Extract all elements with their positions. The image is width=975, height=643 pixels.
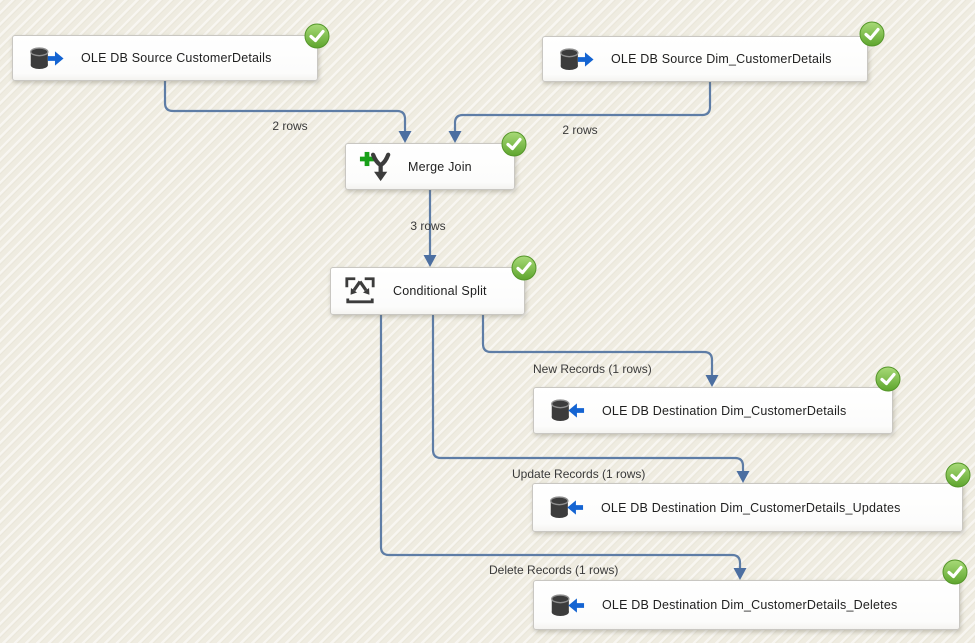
edge-row-count-label: 2 rows — [562, 123, 598, 137]
node-ole-db-destination-dim-customerdetails-updates[interactable]: OLE DB Destination Dim_CustomerDetails_U… — [532, 462, 971, 532]
success-check-icon — [942, 559, 968, 585]
node-ole-db-destination-dim-customerdetails-deletes[interactable]: OLE DB Destination Dim_CustomerDetails_D… — [533, 559, 968, 630]
edge-conditional-split-delete-records[interactable] — [379, 315, 747, 580]
conditional-split-icon — [344, 275, 376, 307]
edge-row-count-label: 3 rows — [410, 219, 446, 233]
success-check-icon — [945, 462, 971, 488]
edge-source-dim-customer-to-merge-join[interactable] — [448, 82, 712, 143]
edge-output-label-update-records: Update Records (1 rows) — [512, 467, 646, 481]
edge-conditional-split-new-records[interactable] — [481, 315, 719, 387]
success-check-icon — [875, 366, 901, 392]
node-ole-db-destination-dim-customerdetails[interactable]: OLE DB Destination Dim_CustomerDetails — [533, 366, 901, 434]
database-source-icon — [26, 44, 64, 73]
success-check-icon — [304, 23, 330, 49]
node-merge-join[interactable]: Merge Join — [345, 131, 527, 190]
success-check-icon — [511, 255, 537, 281]
node-label: Conditional Split — [393, 284, 487, 298]
database-source-icon — [556, 45, 594, 74]
node-label: OLE DB Destination Dim_CustomerDetails — [602, 403, 847, 418]
edge-merge-join-to-conditional-split[interactable] — [423, 190, 437, 267]
node-label: OLE DB Destination Dim_CustomerDetails_D… — [602, 598, 898, 612]
node-ole-db-source-customerdetails[interactable]: OLE DB Source CustomerDetails — [12, 23, 330, 81]
edge-conditional-split-update-records[interactable] — [431, 315, 750, 483]
edge-row-count-label: 2 rows — [272, 119, 308, 133]
node-label: OLE DB Source CustomerDetails — [81, 51, 272, 65]
database-destination-icon — [547, 591, 585, 620]
merge-join-icon — [359, 151, 391, 183]
node-label: Merge Join — [408, 159, 472, 174]
node-ole-db-source-dim-customerdetails[interactable]: OLE DB Source Dim_CustomerDetails — [542, 21, 885, 82]
node-conditional-split[interactable]: Conditional Split — [330, 255, 537, 315]
success-check-icon — [501, 131, 527, 157]
database-destination-icon — [547, 396, 585, 425]
database-destination-icon — [546, 493, 584, 522]
node-label: OLE DB Destination Dim_CustomerDetails_U… — [601, 500, 901, 515]
edge-output-label-delete-records: Delete Records (1 rows) — [489, 563, 619, 577]
edge-output-label-new-records: New Records (1 rows) — [533, 362, 652, 376]
edge-source-customer-to-merge-join[interactable] — [163, 81, 412, 143]
node-label: OLE DB Source Dim_CustomerDetails — [611, 52, 832, 66]
success-check-icon — [859, 21, 885, 47]
